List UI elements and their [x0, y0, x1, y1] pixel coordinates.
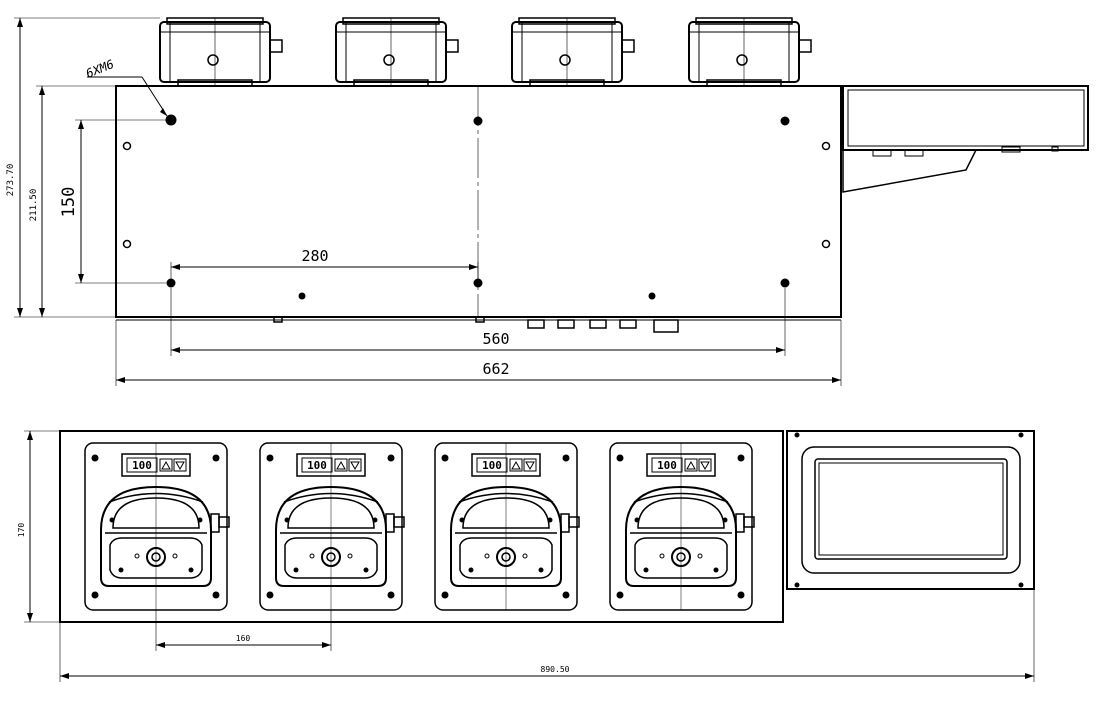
pump-front [84, 442, 230, 611]
dim-label-overall-height: 273.70 [6, 164, 16, 197]
dim-label-hole-spacing-v: 150 [59, 187, 79, 218]
front-body-plate [59, 430, 784, 623]
pump-display-value-3: 100 [482, 459, 502, 472]
dim-label-hole-spacing-h: 280 [301, 247, 328, 265]
controller-display-front [786, 430, 1035, 590]
dim-label-hole-span: 560 [482, 330, 509, 348]
dim-label-pump-pitch: 160 [236, 634, 251, 643]
pump-display-value-2: 100 [307, 459, 327, 472]
dimension-lines-front [24, 430, 1035, 682]
dim-label-total-width: 890.50 [541, 665, 570, 674]
pump-display-value-4: 100 [657, 459, 677, 472]
top-view [14, 17, 1089, 386]
pump-display-value-1: 100 [132, 459, 152, 472]
dimension-arrows-top [17, 18, 841, 383]
front-view [24, 430, 1035, 682]
pump-heads-top [159, 17, 812, 87]
controller-box-top [842, 85, 1089, 193]
dim-label-body-width: 662 [482, 360, 509, 378]
dimension-lines-top [14, 17, 842, 386]
connectors-bottom [273, 316, 679, 333]
mounting-holes-top [165, 114, 790, 300]
dim-label-front-height: 170 [17, 523, 26, 538]
dim-label-body-height: 211.50 [29, 189, 39, 222]
side-holes-top [122, 141, 831, 249]
dimension-arrows-front [27, 431, 1034, 679]
pump-head-top [159, 17, 283, 87]
